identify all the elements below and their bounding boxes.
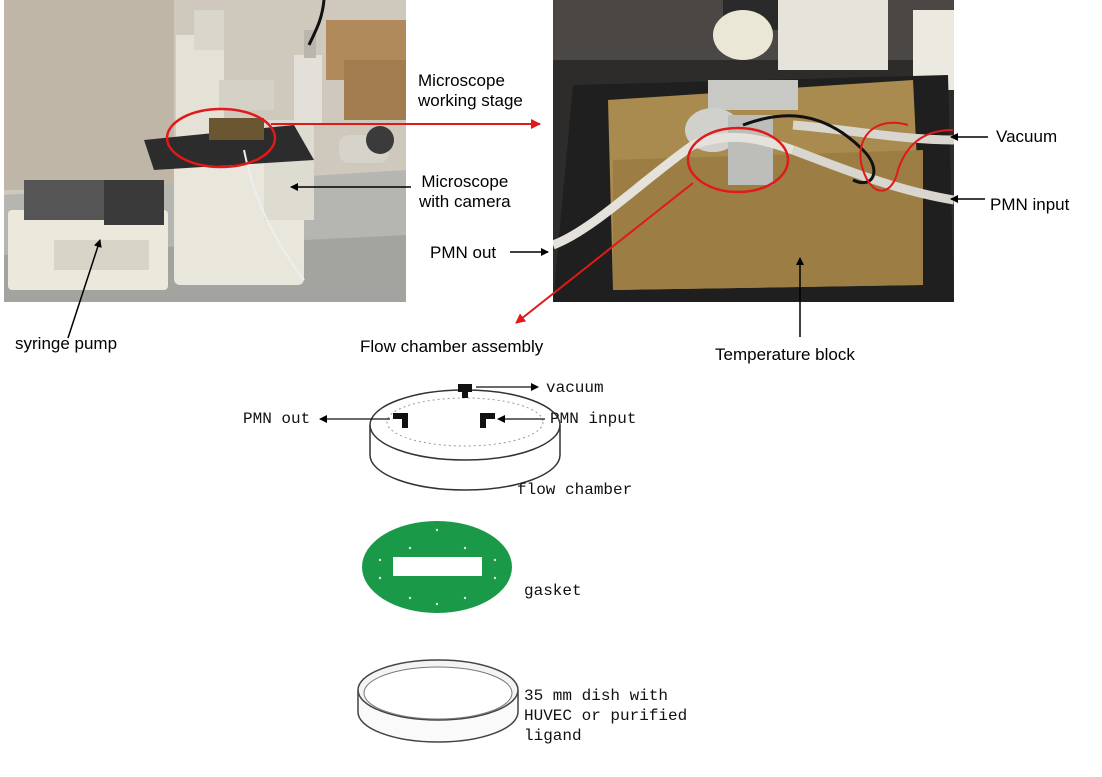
microscope-camera-label-line2: with camera xyxy=(419,192,511,211)
flow-chamber-label: flow chamber xyxy=(517,481,633,499)
gasket-drawing xyxy=(362,521,512,613)
pmn-out-photo-label: PMN out xyxy=(430,243,497,262)
vacuum-photo-label: Vacuum xyxy=(996,127,1058,146)
flow-chamber-assembly-label: Flow chamber assembly xyxy=(360,337,544,356)
flow-chamber-drawing xyxy=(369,384,561,491)
temperature-block-photo xyxy=(553,0,954,302)
microscope-camera-label: Microscope with camera xyxy=(419,172,511,212)
dish-label-line3: ligand xyxy=(524,727,582,745)
syringe-pump-label: syringe pump xyxy=(15,334,118,353)
microscope-stage-label-line2: working stage xyxy=(418,91,523,110)
pmn-input-photo-label: PMN input xyxy=(990,195,1070,214)
dish-label-line2: HUVEC or purified xyxy=(524,707,688,725)
temperature-block-label: Temperature block xyxy=(715,345,855,364)
dish-label-line1: 35 mm dish with xyxy=(524,687,669,705)
microscope-setup-photo xyxy=(4,0,406,302)
gasket-label: gasket xyxy=(524,582,582,600)
chamber-assembly-arrow xyxy=(515,182,694,324)
vacuum-schematic-label: vacuum xyxy=(546,379,604,397)
microscope-stage-label-line1: Microscope xyxy=(418,71,505,90)
chamber-highlight-circle xyxy=(686,126,790,194)
microscope-camera-label-line1: Microscope xyxy=(421,172,509,191)
dish-label: 35 mm dish with HUVEC or purified ligand xyxy=(524,686,687,746)
microscope-stage-label: Microscope working stage xyxy=(418,71,523,111)
pmn-input-schematic-label: PMN input xyxy=(550,410,637,428)
syringe-pump-pointer-arrow xyxy=(67,239,102,339)
dish-drawing xyxy=(357,659,519,743)
pmn-out-schematic-label: PMN out xyxy=(243,410,311,428)
stage-highlight-circle xyxy=(165,107,277,169)
